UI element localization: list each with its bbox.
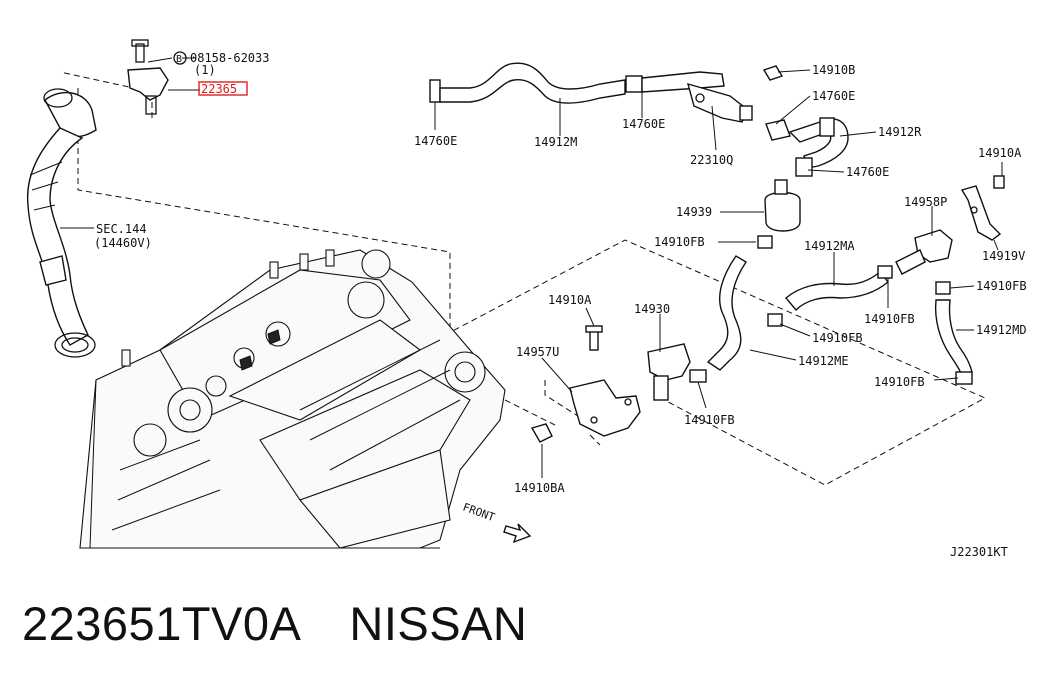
bolt-marker: B: [173, 51, 187, 65]
hose-14912ma: [767, 265, 893, 327]
label-14760e-1: 14760E: [414, 134, 457, 148]
label-bolt-qty: (1): [194, 63, 216, 77]
label-14760e-2: 14760E: [622, 117, 665, 131]
valve-14930: [530, 325, 707, 443]
label-14910fb-2: 14910FB: [976, 279, 1027, 293]
air-duct-sec144: [26, 88, 97, 358]
engine-block: [79, 249, 506, 549]
label-14910fb-1: 14910FB: [654, 235, 705, 249]
label-front: FRONT: [461, 501, 497, 525]
valve-22310q: [686, 65, 849, 177]
brand-name: NISSAN: [349, 597, 528, 650]
label-14910fb-4: 14910FB: [812, 331, 863, 345]
bolt-marker-letter: B: [176, 54, 182, 65]
label-14912ma: 14912MA: [804, 239, 855, 253]
label-14958p: 14958P: [904, 195, 947, 209]
caption: 223651TV0A NISSAN: [22, 596, 527, 651]
label-14910fb-3: 14910FB: [864, 312, 915, 326]
label-sec-ref: SEC.144: [96, 222, 147, 236]
label-14910ba: 14910BA: [514, 481, 565, 495]
label-14919v: 14919V: [982, 249, 1025, 263]
label-14912me: 14912ME: [798, 354, 849, 368]
label-14957u: 14957U: [516, 345, 559, 359]
callout-labels: 08158-62033 (1) 22365 SEC.144 (14460V) 1…: [94, 51, 1027, 559]
label-22310q: 22310Q: [690, 153, 733, 167]
label-14939: 14939: [676, 205, 712, 219]
label-highlighted-part[interactable]: 22365: [201, 82, 237, 96]
label-sec-sub: (14460V): [94, 236, 152, 250]
valve-14958p: [895, 175, 1005, 275]
label-14912m: 14912M: [534, 135, 577, 149]
sensor-22365: [127, 39, 200, 115]
label-bolt-spec: 08158-62033: [190, 51, 269, 65]
label-14930: 14930: [634, 302, 670, 316]
part-number: 223651TV0A: [22, 597, 302, 650]
leader-lines: [60, 57, 1003, 478]
diagram-id: J22301KT: [950, 545, 1008, 559]
front-arrow-icon: [503, 523, 532, 544]
hose-14912m: [429, 62, 725, 104]
hose-14912md: [934, 281, 973, 385]
label-14760e-4: 14760E: [846, 165, 889, 179]
highlight-box: [198, 81, 248, 96]
label-14912md: 14912MD: [976, 323, 1027, 337]
label-14910b: 14910B: [812, 63, 855, 77]
label-14910fb-5: 14910FB: [874, 375, 925, 389]
label-14910a-top: 14910A: [978, 146, 1022, 160]
label-14910fb-6: 14910FB: [684, 413, 735, 427]
label-14910a-mid: 14910A: [548, 293, 592, 307]
separator-14939: [706, 179, 801, 371]
label-14912r: 14912R: [878, 125, 922, 139]
label-14760e-3: 14760E: [812, 89, 855, 103]
